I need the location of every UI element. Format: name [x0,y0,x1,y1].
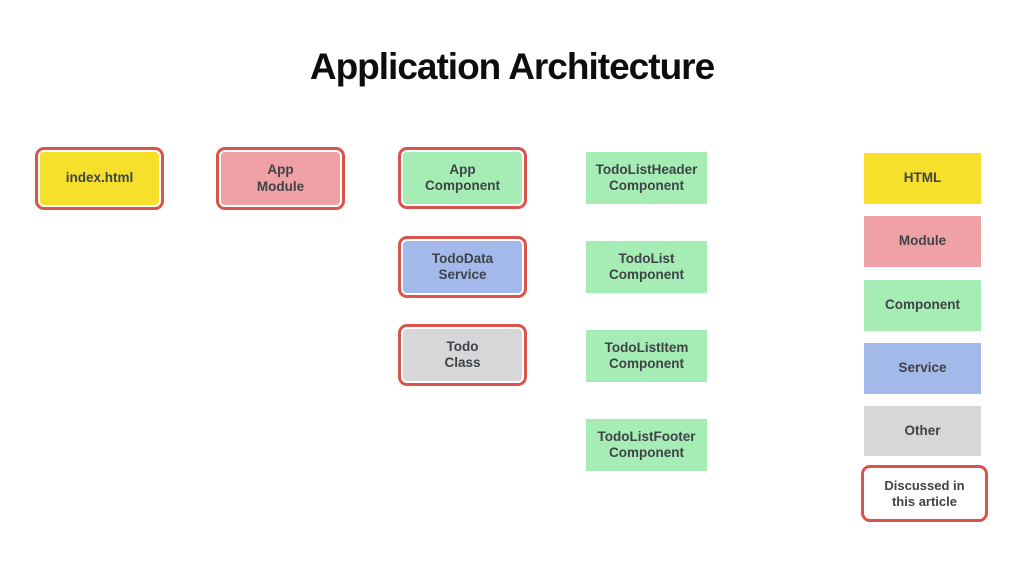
box-todolistfooter-component-label: TodoListFooter Component [597,428,696,460]
box-todolistheader-component-label: TodoListHeader Component [595,161,698,193]
box-app-module-label: App Module [256,162,305,194]
box-app-module: App Module [216,147,345,210]
legend-component: Component [864,280,981,331]
legend-component-label: Component [885,297,960,313]
legend-module-label: Module [898,233,947,249]
box-app-component: App Component [398,147,527,209]
box-app-component-label: App Component [425,161,500,193]
legend-discussed-in-article-label: Discussed in this article [884,477,965,509]
legend-service: Service [864,343,981,394]
legend-other-label: Other [904,422,941,438]
box-todolist-component: TodoList Component [586,241,707,293]
box-todolistitem-component-label: TodoListItem Component [604,339,689,371]
legend-other: Other [864,406,981,456]
legend-html: HTML [864,153,981,204]
box-tododata-service-label: TodoData Service [431,250,494,282]
box-todo-class: Todo Class [398,324,527,386]
legend-module: Module [864,216,981,267]
box-todolistfooter-component: TodoListFooter Component [586,419,707,471]
page-title: Application Architecture [309,46,715,87]
box-todolistitem-component: TodoListItem Component [586,330,707,382]
box-index-html: index.html [35,147,164,210]
box-index-html-label: index.html [65,170,134,186]
legend-html-label: HTML [903,170,942,186]
box-tododata-service: TodoData Service [398,236,527,298]
box-todolist-component-label: TodoList Component [609,250,684,282]
legend-discussed-in-article: Discussed in this article [861,465,988,522]
legend-service-label: Service [898,360,947,376]
box-todolistheader-component: TodoListHeader Component [586,152,707,204]
box-todo-class-label: Todo Class [444,338,481,370]
